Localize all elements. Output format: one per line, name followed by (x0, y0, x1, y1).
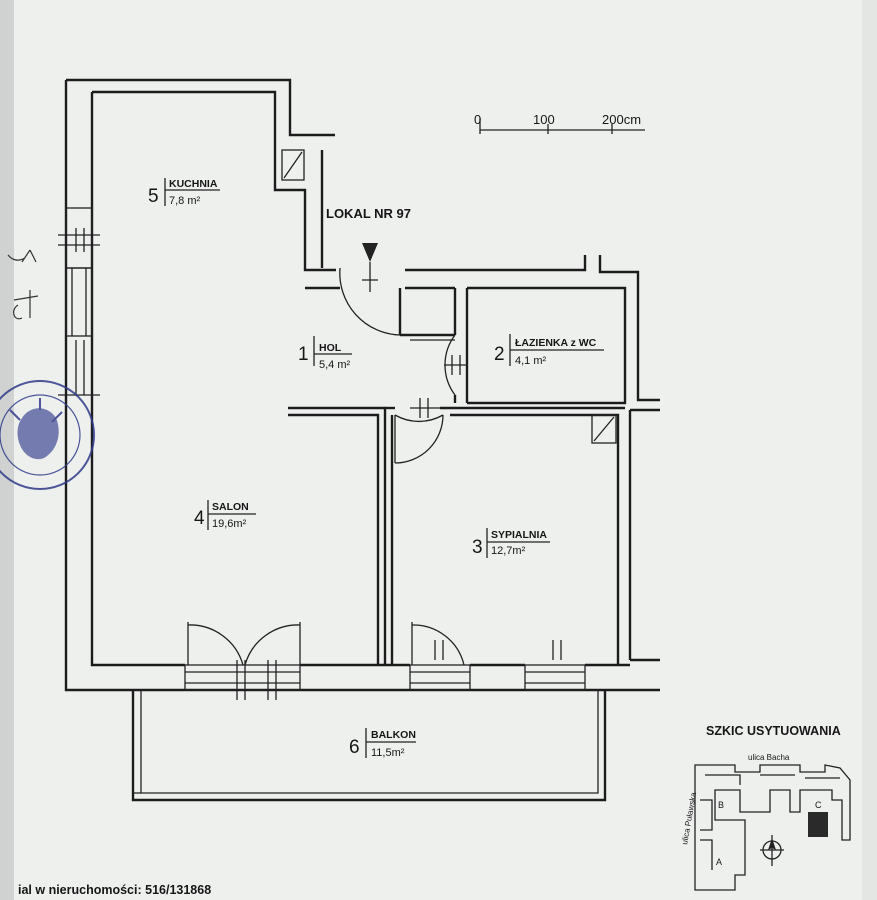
vent-shafts (281, 149, 617, 444)
left-windows (58, 207, 100, 396)
room-label-hol: 1 HOL 5,4 m² (298, 336, 352, 371)
bottom-windows (184, 660, 586, 700)
room-label-lazienka: 2 ŁAZIENKA z WC 4,1 m² (494, 334, 604, 367)
doors (187, 334, 562, 666)
street-top-label: ulica Bacha (748, 753, 790, 762)
block-b-label: B (718, 800, 724, 810)
room-label-balkon: 6 BALKON 11,5m² (349, 728, 416, 759)
inner-walls (288, 286, 627, 665)
location-sketch: SZKIC USYTUOWANIA ulica Bacha ulica Puła… (680, 724, 851, 891)
room-name: SALON (212, 501, 249, 513)
room-area: 19,6m² (212, 518, 247, 530)
official-stamp-icon (0, 380, 95, 490)
page-edge-shadow (0, 0, 14, 900)
scale-bar: 0 100 200cm (474, 112, 645, 134)
block-c-label: C (815, 800, 822, 810)
north-arrow-icon (760, 835, 784, 866)
room-number: 1 (298, 344, 309, 365)
entrance-marker (339, 243, 401, 336)
room-name: SYPIALNIA (491, 529, 547, 541)
room-name: KUCHNIA (169, 178, 218, 190)
room-number: 4 (194, 508, 205, 529)
room-number: 5 (148, 186, 159, 207)
room-label-sypialnia: 3 SYPIALNIA 12,7m² (472, 528, 550, 558)
scale-tick-0: 0 (474, 112, 481, 127)
room-label-kuchnia: 5 KUCHNIA 7,8 m² (148, 178, 220, 207)
scale-tick-100: 100 (533, 112, 555, 127)
room-label-salon: 4 SALON 19,6m² (194, 500, 256, 530)
location-sketch-title: SZKIC USYTUOWANIA (706, 724, 841, 738)
plan-title: LOKAL NR 97 (326, 206, 411, 221)
room-number: 3 (472, 537, 483, 558)
room-name: BALKON (371, 729, 416, 741)
room-area: 7,8 m² (169, 195, 201, 207)
scale-tick-200: 200cm (602, 112, 641, 127)
room-area: 5,4 m² (319, 359, 351, 371)
room-area: 11,5m² (371, 747, 405, 759)
room-name: ŁAZIENKA z WC (515, 337, 597, 349)
room-name: HOL (319, 342, 342, 354)
room-area: 12,7m² (491, 545, 526, 557)
block-a-label: A (716, 857, 722, 867)
room-number: 2 (494, 344, 505, 365)
balcony (131, 690, 607, 802)
footer-text: ial w nieruchomości: 516/131868 (18, 883, 211, 897)
pencil-annotation (7, 249, 39, 320)
room-number: 6 (349, 737, 360, 758)
room-area: 4,1 m² (515, 355, 547, 367)
